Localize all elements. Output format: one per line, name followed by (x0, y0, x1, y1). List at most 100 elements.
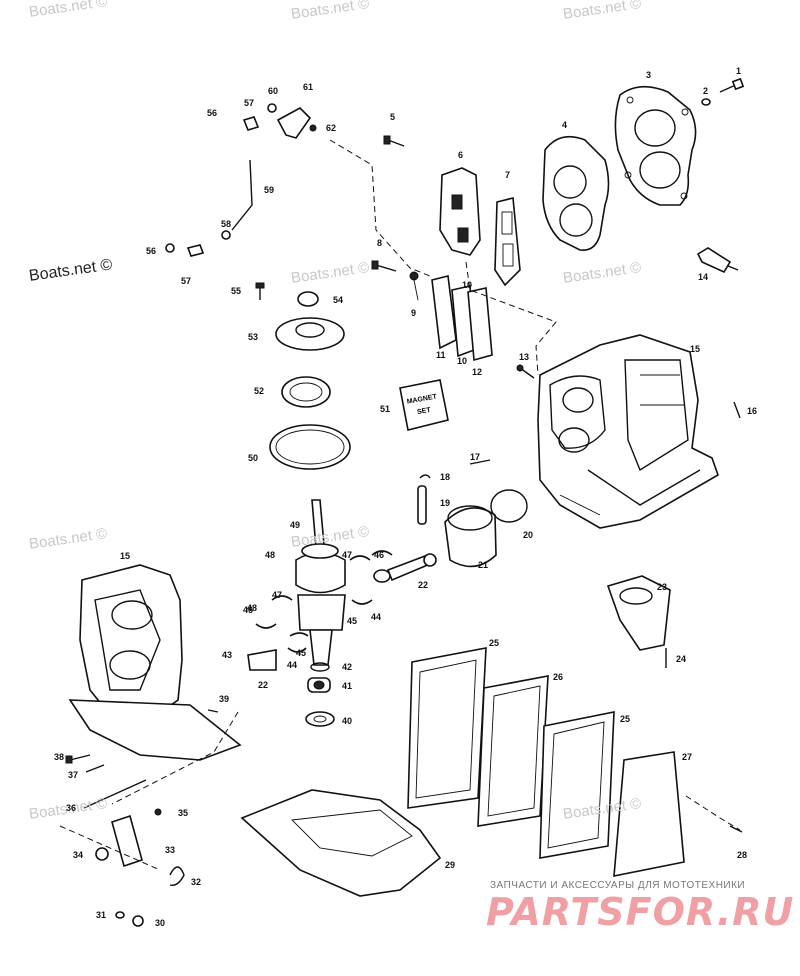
ball-bearing-48 (301, 543, 339, 559)
callout-number: 41 (342, 681, 353, 691)
callout-number: 23 (657, 582, 668, 592)
callout-number: 15 (690, 344, 701, 354)
callout-number: 3 (646, 70, 652, 80)
callout-number: 1 (736, 66, 742, 76)
screw-39 (207, 709, 219, 713)
callout-number: 52 (254, 386, 265, 396)
spring-32 (169, 866, 185, 886)
callout-number: 35 (178, 808, 189, 818)
callout-number: 2 (703, 86, 709, 96)
callout-number: 12 (472, 367, 483, 377)
washer-31 (115, 911, 125, 919)
callout-number: 28 (737, 850, 748, 860)
callout-number: 25 (620, 714, 631, 724)
screw-8 (371, 260, 397, 272)
screw-35 (154, 808, 162, 816)
callout-number: 60 (268, 86, 279, 96)
nut-56 (165, 243, 175, 253)
bearing-41 (307, 677, 331, 693)
callout-number: 44 (371, 612, 382, 622)
bolt-1 (719, 77, 745, 93)
brand-tagline: ЗАПЧАСТИ И АКСЕССУАРЫ ДЛЯ МОТОТЕХНИКИ (490, 880, 746, 891)
callout-number: 56 (207, 108, 218, 118)
callout-number: 50 (248, 453, 259, 463)
bearing-halves (255, 550, 393, 653)
head-gasket-4 (542, 135, 610, 252)
retaining-clip-18 (419, 474, 431, 479)
callout-number: 54 (333, 295, 344, 305)
spark-plug-14 (696, 247, 739, 274)
callout-number: 22 (418, 580, 429, 590)
callout-number: 48 (247, 603, 258, 613)
pin-13 (516, 364, 535, 379)
callout-number: 47 (342, 550, 353, 560)
callout-number: 6 (458, 150, 464, 160)
callout-number: 40 (342, 716, 353, 726)
callout-number: 24 (676, 654, 687, 664)
pin-16 (733, 401, 741, 419)
callout-number: 27 (682, 752, 693, 762)
callout-number: 56 (146, 246, 157, 256)
callout-number: 11 (436, 350, 446, 360)
callout-number: 38 (54, 752, 65, 762)
callout-number: 30 (155, 918, 166, 928)
clip-57 (242, 116, 260, 131)
callout-number: 48 (265, 550, 276, 560)
screw-38 (65, 754, 91, 764)
callout-number: 39 (219, 694, 230, 704)
clip-57b (186, 244, 205, 257)
piston-ring-20 (490, 489, 528, 523)
callout-number: 61 (303, 82, 314, 92)
callout-number: 22 (258, 680, 269, 690)
callout-number: 57 (181, 276, 192, 286)
rod-cap-22 (247, 649, 277, 671)
callout-number: 20 (523, 530, 534, 540)
bushing-54 (297, 291, 319, 307)
gasket-25b (539, 711, 615, 859)
nut-30 (132, 915, 144, 927)
gasket-25a (407, 647, 487, 809)
nut-60 (267, 103, 277, 113)
callout-number: 13 (519, 352, 530, 362)
callout-number: 57 (244, 98, 255, 108)
nut-34 (95, 847, 109, 861)
callout-number: 19 (440, 498, 451, 508)
brand-logo: PARTSFOR.RU (486, 890, 795, 934)
callout-number: 18 (440, 472, 451, 482)
screw-62 (309, 124, 317, 132)
callout-number: 26 (553, 672, 564, 682)
exhaust-manifold-23 (606, 575, 671, 651)
callout-number: 62 (326, 123, 337, 133)
seal-42 (310, 662, 330, 672)
gasket-50 (269, 424, 351, 470)
callout-number: 46 (374, 550, 385, 560)
callout-number: 45 (347, 616, 358, 626)
callout-number: 7 (505, 170, 511, 180)
crankcase-lower-15 (68, 564, 242, 761)
callout-number: 10 (457, 356, 468, 366)
callout-number: 33 (165, 845, 176, 855)
cover-27 (613, 751, 685, 877)
gasket-7 (494, 196, 521, 287)
callout-number: 31 (96, 910, 107, 920)
gasket-52 (281, 376, 331, 408)
cylinder-head-3 (614, 85, 697, 206)
callout-number: 5 (390, 112, 396, 122)
callout-number: 4 (562, 120, 568, 130)
callout-number: 46 (243, 605, 254, 615)
callout-number: 51 (380, 404, 391, 414)
crankshaft-49 (295, 499, 346, 666)
pin-17 (469, 459, 491, 465)
screw-55 (255, 282, 265, 300)
callout-number: 32 (191, 877, 202, 887)
connecting-rod-22 (373, 553, 437, 583)
callout-number: 44 (287, 660, 298, 670)
callout-number: 59 (264, 185, 275, 195)
callout-number: 36 (66, 803, 77, 813)
linkage-61 (276, 107, 312, 139)
gasket-29 (240, 789, 442, 897)
rod-59 (231, 159, 253, 231)
callout-number: 29 (445, 860, 456, 870)
